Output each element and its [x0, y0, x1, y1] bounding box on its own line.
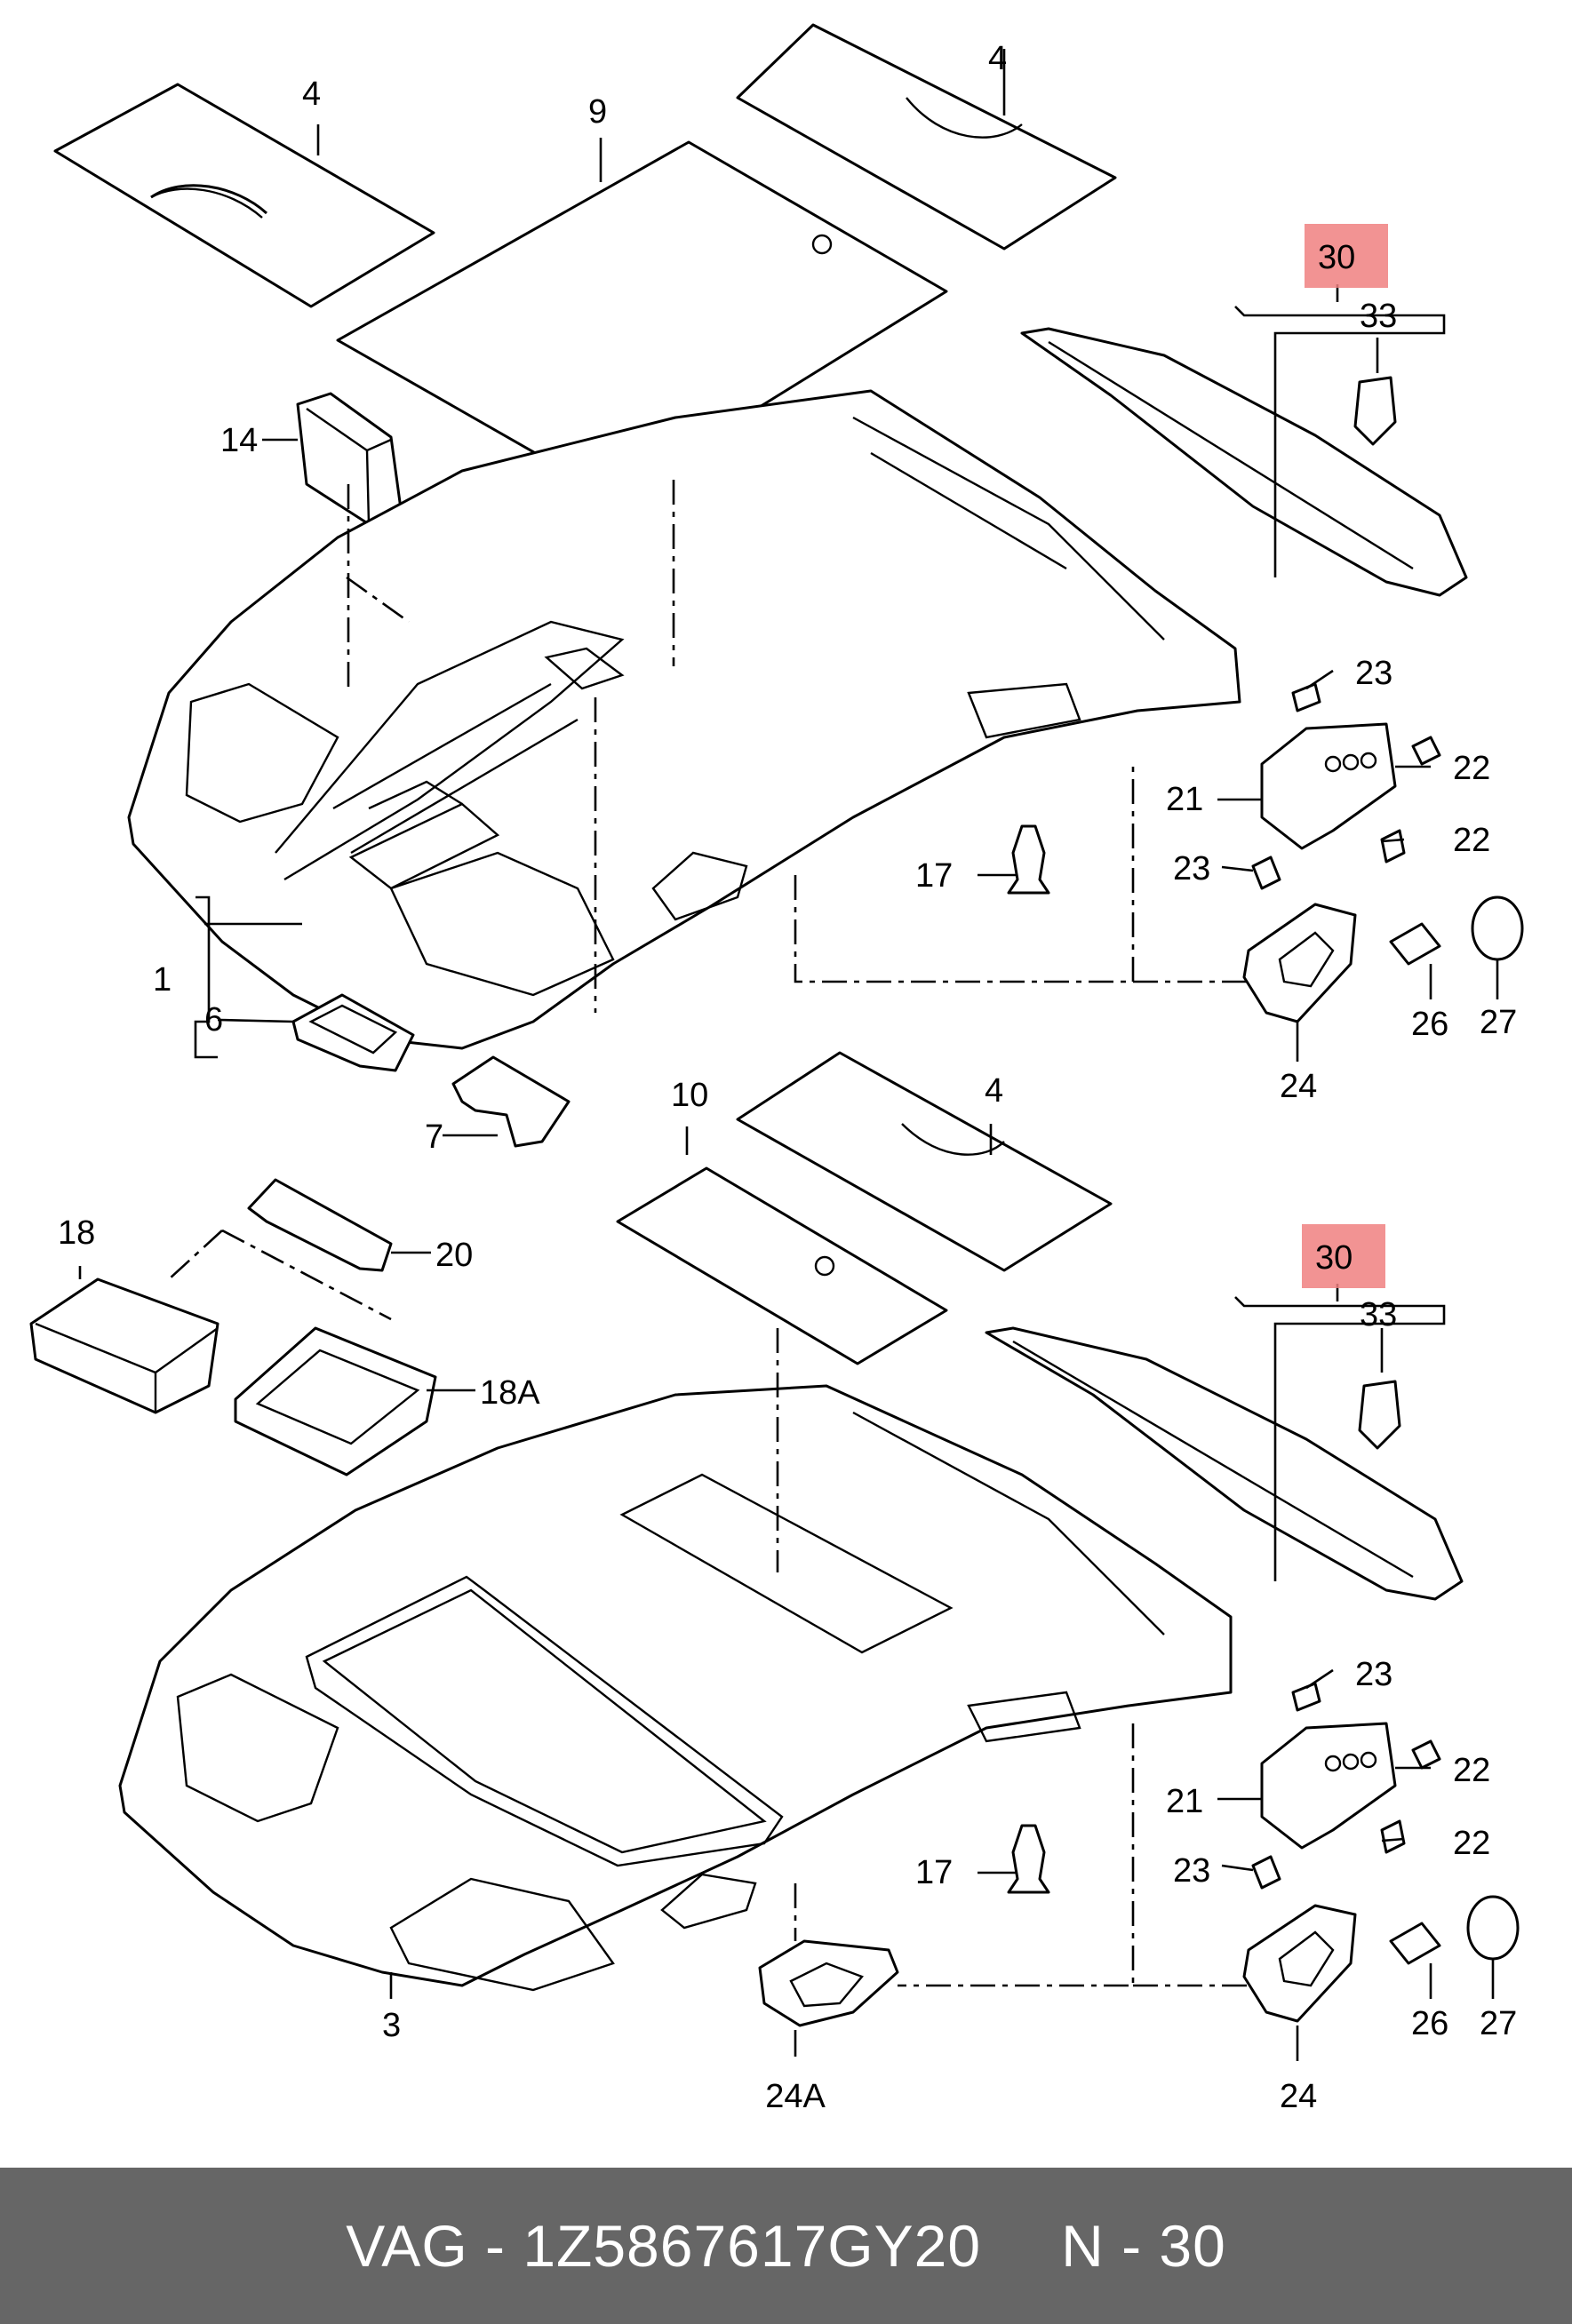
callout-20: 20	[435, 1237, 473, 1274]
sheet-10	[616, 1166, 948, 1365]
callout-4-lower: 4	[985, 1072, 1003, 1110]
clip-33-lower	[1358, 1380, 1401, 1450]
part-number-footer: VAG - 1Z5867617GY20 N - 30	[0, 2168, 1572, 2324]
bolt-26-lower	[1389, 1922, 1441, 1965]
part-20	[247, 1178, 393, 1272]
callout-21-lower: 21	[1166, 1783, 1203, 1820]
cap-27-lower	[1466, 1895, 1520, 1961]
part-18A	[234, 1326, 437, 1476]
callout-26-lower: 26	[1411, 2005, 1448, 2042]
lower-assembly	[29, 1051, 1520, 2061]
reference-number-label: N - 30	[1061, 2213, 1226, 2279]
callout-33-lower: 33	[1360, 1296, 1397, 1333]
part-number-label: VAG - 1Z5867617GY20	[346, 2213, 982, 2279]
callout-18A: 18A	[480, 1374, 540, 1412]
pad-4-lower	[736, 1051, 1113, 1272]
handle-24A	[758, 1939, 899, 2027]
clip-33-upper	[1353, 376, 1397, 446]
callout-21-upper: 21	[1166, 781, 1203, 818]
callout-30-lower: 30	[1315, 1239, 1353, 1277]
pad-4-left	[53, 83, 435, 308]
handle-24-upper	[1242, 903, 1357, 1023]
callout-23-lower-bottom: 23	[1173, 1852, 1210, 1890]
callout-23-lower-top: 23	[1355, 1656, 1392, 1693]
callout-24-upper: 24	[1280, 1068, 1317, 1105]
callout-14: 14	[220, 422, 258, 459]
callout-22-lower-top: 22	[1453, 1752, 1490, 1789]
callout-30-upper: 30	[1318, 239, 1355, 276]
callout-17-lower: 17	[915, 1854, 953, 1891]
headliner-1	[127, 389, 1241, 1050]
pad-4-right	[736, 23, 1117, 251]
callout-7: 7	[425, 1118, 443, 1156]
callout-33-upper: 33	[1360, 298, 1397, 335]
bracket-7	[451, 1055, 571, 1148]
callout-27-lower: 27	[1480, 2005, 1517, 2042]
callout-23-upper-top: 23	[1355, 655, 1392, 692]
callout-17-upper: 17	[915, 857, 953, 895]
callout-27-upper: 27	[1480, 1004, 1517, 1041]
callout-24A: 24A	[765, 2078, 826, 2115]
upper-assembly	[53, 23, 1524, 1148]
callout-24-lower: 24	[1280, 2078, 1317, 2115]
callout-3: 3	[382, 2007, 401, 2044]
clip-17-lower	[1007, 1824, 1050, 1894]
bracket-21-upper	[1260, 722, 1397, 850]
bracket-21-lower	[1260, 1722, 1397, 1850]
bolt-26-upper	[1389, 922, 1441, 966]
clip-17-upper	[1007, 824, 1050, 895]
callout-4-right: 4	[988, 40, 1007, 77]
callout-22-lower-bottom: 22	[1453, 1825, 1490, 1862]
callout-18: 18	[58, 1214, 95, 1252]
lamp-6	[291, 993, 415, 1072]
callout-23-upper-bottom: 23	[1173, 850, 1210, 887]
cap-27-upper	[1471, 895, 1524, 961]
callout-22-upper-bottom: 22	[1453, 822, 1490, 859]
highlight-30-lower	[1302, 1224, 1385, 1288]
callout-6: 6	[204, 1001, 223, 1039]
headliner-3	[118, 1384, 1233, 1987]
callout-1: 1	[153, 961, 172, 999]
callout-22-upper-top: 22	[1453, 750, 1490, 787]
callout-4-left: 4	[302, 76, 321, 113]
callout-10: 10	[671, 1077, 708, 1114]
sheet-9	[336, 140, 948, 499]
part-18	[29, 1277, 219, 1414]
highlight-30-upper	[1305, 224, 1388, 288]
callout-26-upper: 26	[1411, 1006, 1448, 1043]
handle-24-lower	[1242, 1904, 1357, 2023]
callout-9: 9	[588, 93, 607, 131]
parts-diagram: 4 9 4 30 33 14 23 22 21 22 23 17 1 6 26 …	[29, 23, 1524, 2115]
